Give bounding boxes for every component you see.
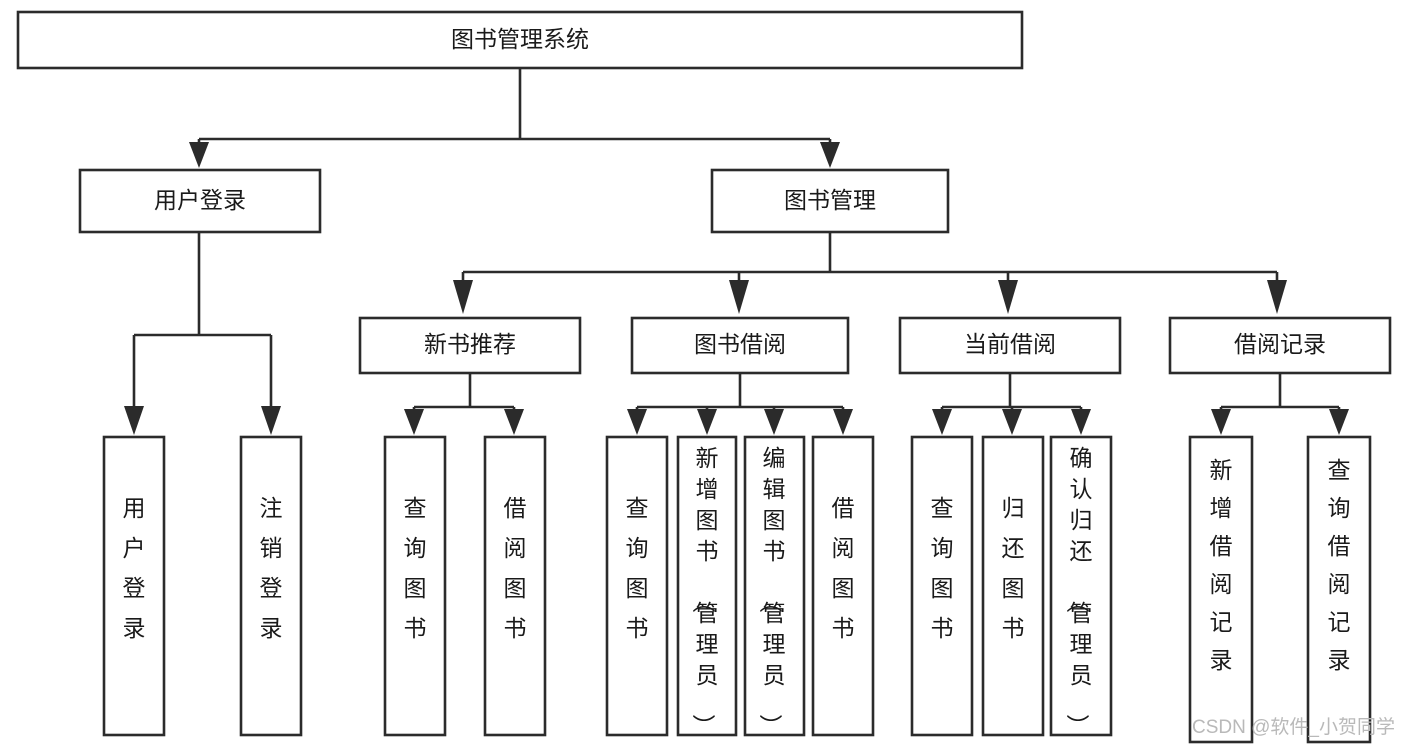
node-current-borrow-label: 当前借阅 — [964, 331, 1056, 357]
node-book-management-box[interactable] — [710, 168, 950, 234]
arrow-head-borrow-leaf3 — [764, 409, 784, 435]
node-current-borrow[interactable]: 当前借阅 — [898, 316, 1122, 375]
node-book-borrow-box[interactable] — [630, 316, 850, 375]
connector-group-new-books — [404, 373, 524, 435]
node-borrow-records-box[interactable] — [1168, 316, 1392, 375]
leaf-node-borrow-book-label: 借阅图书 — [832, 495, 855, 641]
arrow-head-new-books-leaf2 — [504, 409, 524, 435]
leaf-node-query-book-recommend-label: 查询图书 — [404, 495, 427, 641]
leaf-node-confirm-return-admin-label: 确认归还（管理员） — [1065, 445, 1093, 737]
leaf-node-user-login[interactable]: 用户登录 — [102, 435, 166, 737]
arrow-head-user-login-leaf2 — [261, 406, 281, 435]
leaf-node-return-book-box[interactable] — [981, 435, 1045, 737]
node-root[interactable]: 图书管理系统 — [16, 10, 1024, 70]
leaf-node-query-borrow-record-label: 查询借阅记录 — [1328, 457, 1351, 673]
node-new-book-recommend-box[interactable] — [358, 316, 582, 375]
leaf-node-query-book-recommend[interactable]: 查询图书 — [383, 435, 447, 737]
leaf-node-query-book-current-label: 查询图书 — [931, 495, 954, 641]
leaf-node-edit-book-admin[interactable]: 编辑图书（管理员） — [743, 435, 806, 737]
leaf-node-add-book-admin-label: 新增图书（管理员） — [691, 445, 719, 737]
leaf-node-borrow-book[interactable]: 借阅图书 — [811, 435, 875, 737]
node-new-book-recommend-label: 新书推荐 — [424, 331, 516, 357]
leaf-node-user-login-label: 用户登录 — [123, 495, 146, 641]
node-new-book-recommend[interactable]: 新书推荐 — [358, 316, 582, 375]
arrow-head-book-mgmt-records — [1267, 280, 1287, 314]
arrow-head-records-leaf1 — [1211, 409, 1231, 435]
connector-group-current — [932, 373, 1091, 435]
arrow-head-book-mgmt-current — [998, 280, 1018, 314]
leaf-node-add-borrow-record-label: 新增借阅记录 — [1210, 457, 1233, 673]
leaf-node-borrow-book-recommend-label: 借阅图书 — [504, 495, 527, 641]
node-book-borrow[interactable]: 图书借阅 — [630, 316, 850, 375]
leaf-node-query-borrow-record-box[interactable] — [1306, 435, 1372, 744]
leaf-node-confirm-return-admin-box[interactable] — [1049, 435, 1113, 737]
connector-group-records — [1211, 373, 1349, 435]
leaf-node-query-book-current[interactable]: 查询图书 — [910, 435, 974, 737]
arrow-head-records-leaf2 — [1329, 409, 1349, 435]
leaf-node-return-book[interactable]: 归还图书 — [981, 435, 1045, 737]
arrow-head-new-books-leaf1 — [404, 409, 424, 435]
node-current-borrow-box[interactable] — [898, 316, 1122, 375]
leaf-node-edit-book-admin-box[interactable] — [743, 435, 806, 737]
arrow-head-current-leaf1 — [932, 409, 952, 435]
connector-group-user-login — [124, 232, 281, 435]
leaf-node-add-book-admin-box[interactable] — [676, 435, 738, 737]
leaf-node-logout[interactable]: 注销登录 — [239, 435, 303, 737]
node-root-box[interactable] — [16, 10, 1024, 70]
leaf-node-edit-book-admin-label: 编辑图书（管理员） — [758, 445, 786, 737]
leaf-node-user-login-box[interactable] — [102, 435, 166, 737]
node-book-management-label: 图书管理 — [784, 187, 876, 213]
leaf-node-borrow-book-recommend-box[interactable] — [483, 435, 547, 737]
node-borrow-records[interactable]: 借阅记录 — [1168, 316, 1392, 375]
arrow-head-book-mgmt-new-books — [453, 280, 473, 314]
leaf-node-query-borrow-record[interactable]: 查询借阅记录 — [1306, 435, 1372, 744]
arrow-head-borrow-leaf4 — [833, 409, 853, 435]
arrow-head-root-to-user-login — [189, 142, 209, 168]
arrow-head-current-leaf2 — [1002, 409, 1022, 435]
leaf-node-logout-box[interactable] — [239, 435, 303, 737]
leaf-node-add-book-admin[interactable]: 新增图书（管理员） — [676, 435, 738, 737]
node-book-borrow-label: 图书借阅 — [694, 331, 786, 357]
leaf-node-query-book-borrow-box[interactable] — [605, 435, 669, 737]
leaf-node-confirm-return-admin[interactable]: 确认归还（管理员） — [1049, 435, 1113, 737]
leaf-node-add-borrow-record[interactable]: 新增借阅记录 — [1188, 435, 1254, 744]
leaf-node-query-book-current-box[interactable] — [910, 435, 974, 737]
arrow-head-borrow-leaf2 — [697, 409, 717, 435]
connector-group-root — [189, 68, 840, 168]
leaf-node-logout-label: 注销登录 — [260, 495, 283, 641]
leaf-node-borrow-book-recommend[interactable]: 借阅图书 — [483, 435, 547, 737]
leaf-node-add-borrow-record-box[interactable] — [1188, 435, 1254, 744]
leaf-node-query-book-borrow-label: 查询图书 — [626, 495, 649, 641]
connector-group-book-mgmt — [453, 232, 1287, 314]
leaf-node-query-book-recommend-box[interactable] — [383, 435, 447, 737]
arrow-head-book-mgmt-borrow — [729, 280, 749, 314]
node-book-management[interactable]: 图书管理 — [710, 168, 950, 234]
arrow-head-root-to-book-mgmt — [820, 142, 840, 168]
arrow-head-user-login-leaf1 — [124, 406, 144, 435]
leaf-node-return-book-label: 归还图书 — [1002, 495, 1025, 641]
node-user-login-label: 用户登录 — [154, 187, 246, 213]
arrow-head-borrow-leaf1 — [627, 409, 647, 435]
node-user-login[interactable]: 用户登录 — [78, 168, 322, 234]
connector-group-borrow — [627, 373, 853, 435]
node-root-label: 图书管理系统 — [451, 26, 589, 52]
leaf-node-borrow-book-box[interactable] — [811, 435, 875, 737]
arrow-head-current-leaf3 — [1071, 409, 1091, 435]
node-borrow-records-label: 借阅记录 — [1234, 331, 1326, 357]
leaf-node-query-book-borrow[interactable]: 查询图书 — [605, 435, 669, 737]
node-user-login-box[interactable] — [78, 168, 322, 234]
